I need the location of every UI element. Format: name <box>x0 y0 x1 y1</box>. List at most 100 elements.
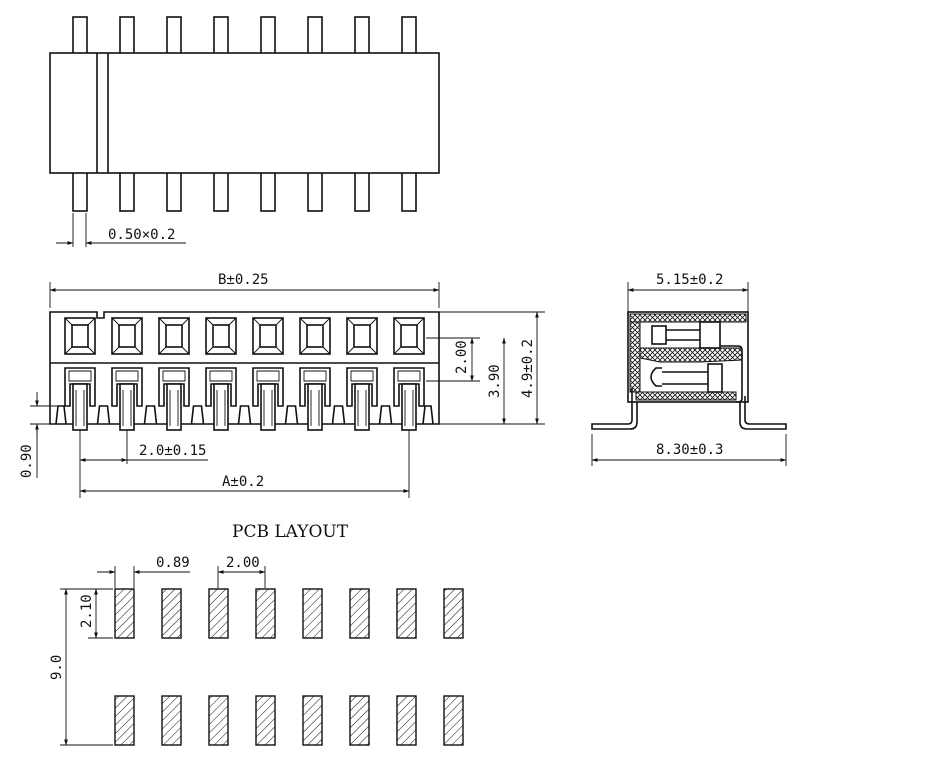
front-contact-pin <box>166 383 182 431</box>
top-pin-upper <box>354 16 370 56</box>
h1-dim-label: 2.00 <box>454 340 470 374</box>
front-contact-window <box>397 370 421 382</box>
top-pins-lower <box>72 170 417 212</box>
front-cavity-inner <box>71 324 89 348</box>
front-contact-window <box>256 370 280 382</box>
pcb-pad-bottom <box>114 695 135 746</box>
front-cavity-bevel <box>275 317 284 326</box>
front-cavity-bevel <box>299 317 308 326</box>
pcb-pitch-label: 2.00 <box>226 555 260 571</box>
top-pin-upper <box>72 16 88 56</box>
front-view: B±0.25 2.00 3.90 4.9±0.2 0.90 2.0±0.15 <box>19 272 545 498</box>
front-contact-cavity <box>346 367 378 407</box>
front-contact-window <box>162 370 186 382</box>
front-cavity-bevel <box>228 346 237 355</box>
front-cavity-bevel <box>64 346 73 355</box>
top-pin-upper <box>119 16 135 56</box>
front-cavity-bevel <box>393 346 402 355</box>
front-cavity-bevel <box>416 317 425 326</box>
front-contact-cavity <box>158 367 190 407</box>
top-pin-lower <box>72 170 88 212</box>
front-cavity-bevel <box>205 317 214 326</box>
front-cavity-bevel <box>252 317 261 326</box>
front-cavity-outer <box>252 317 284 355</box>
front-cavity-outer <box>64 317 96 355</box>
front-cavity-outer <box>299 317 331 355</box>
front-contact-pin <box>401 383 417 431</box>
top-pins-upper <box>72 16 417 56</box>
top-pin-upper <box>307 16 323 56</box>
front-contact-pin <box>213 383 229 431</box>
front-contact-cavity <box>299 367 331 407</box>
top-view-body <box>49 52 440 174</box>
front-cavity-bevel <box>322 346 331 355</box>
padw-dim-label: 0.89 <box>156 555 190 571</box>
pcb-pad-bottom <box>208 695 229 746</box>
padl-dim-label: 2.10 <box>79 594 95 628</box>
pcb-pads <box>114 588 464 746</box>
front-cavity-bevel <box>158 346 167 355</box>
front-cavity-outer <box>393 317 425 355</box>
pitch-dim-label: 2.0±0.15 <box>139 443 206 459</box>
pcb-pad-top <box>114 588 135 639</box>
front-cavity-inner <box>306 324 324 348</box>
pcb-pad-top <box>302 588 323 639</box>
row-span-dim-label: 9.0 <box>49 655 65 680</box>
front-cavity-outer <box>205 317 237 355</box>
front-contact-window <box>350 370 374 382</box>
front-contact-pin <box>307 383 323 431</box>
pcb-pad-bottom <box>255 695 276 746</box>
top-pin-upper <box>401 16 417 56</box>
front-cavity-bevel <box>369 346 378 355</box>
front-cavity-bevel <box>228 317 237 326</box>
front-cavity-bevel <box>181 346 190 355</box>
side-contact-band <box>639 347 743 363</box>
front-standoff-notch <box>284 405 299 425</box>
pcb-pad-bottom <box>349 695 370 746</box>
top-pin-upper <box>213 16 229 56</box>
front-contact-pin <box>354 383 370 431</box>
top-pin-lower <box>119 170 135 212</box>
side-lower-hook <box>650 367 662 387</box>
side-upper-latch <box>651 325 667 345</box>
side-bottom-wall <box>635 391 737 401</box>
front-cavity-bevel <box>346 346 355 355</box>
top-view: 0.50×0.2 <box>49 16 440 247</box>
pcb-layout: PCB LAYOUT 0.89 2.00 2.10 9.0 <box>49 522 464 746</box>
front-contact-cavity <box>64 367 96 407</box>
pcb-pad-top <box>208 588 229 639</box>
front-cavity-bevel <box>111 317 120 326</box>
front-contact-window <box>303 370 327 382</box>
front-cavity-inner <box>259 324 277 348</box>
top-pin-lower <box>307 170 323 212</box>
front-contact-pin <box>260 383 276 431</box>
front-lower-contacts <box>55 367 434 431</box>
front-standoff-notch <box>378 405 393 425</box>
front-cavity-bevel <box>393 317 402 326</box>
front-contact-cavity <box>252 367 284 407</box>
standoff-dim-label: 0.90 <box>19 444 35 478</box>
pcb-layout-title: PCB LAYOUT <box>232 522 349 542</box>
front-contact-cavity <box>205 367 237 407</box>
foot-dim-label: 8.30±0.3 <box>656 442 723 458</box>
pcb-pad-bottom <box>443 695 464 746</box>
front-cavity-bevel <box>111 346 120 355</box>
pin-dim-label: 0.50×0.2 <box>108 227 175 243</box>
front-standoff-notch <box>422 405 434 425</box>
span-dim-label: A±0.2 <box>222 474 264 490</box>
side-view: 5.15±0.2 8.30±0.3 <box>591 272 787 466</box>
pcb-pad-top <box>443 588 464 639</box>
side-lower-block <box>707 363 723 393</box>
front-contact-cavity <box>111 367 143 407</box>
top-pin-lower <box>213 170 229 212</box>
front-cavity-bevel <box>134 346 143 355</box>
top-pin-lower <box>354 170 370 212</box>
front-standoff-notch <box>331 405 346 425</box>
pcb-pad-top <box>349 588 370 639</box>
front-cavity-bevel <box>275 346 284 355</box>
front-cavity-inner <box>165 324 183 348</box>
front-cavity-bevel <box>299 346 308 355</box>
front-cavity-bevel <box>416 346 425 355</box>
front-contact-window <box>209 370 233 382</box>
